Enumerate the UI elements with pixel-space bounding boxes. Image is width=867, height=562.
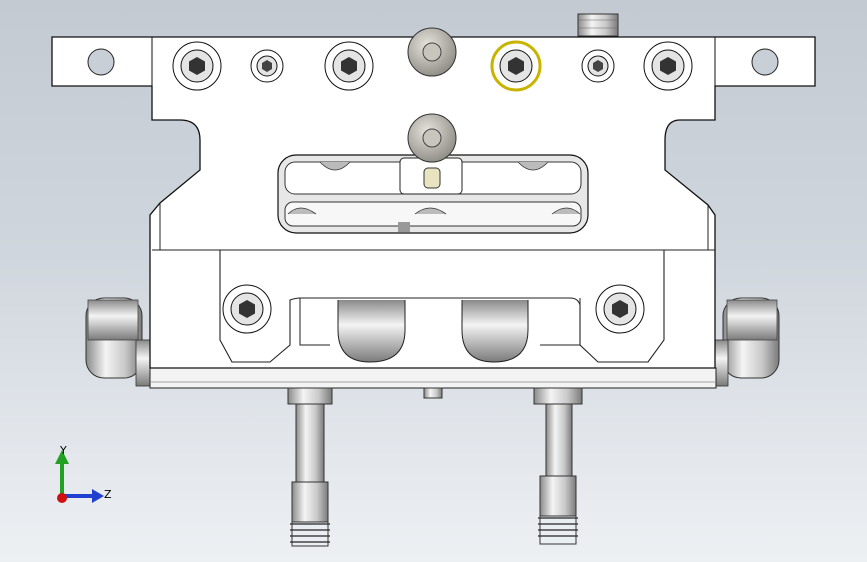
mount-hole-right [751, 48, 779, 76]
hex-socket-screw-icon [643, 41, 693, 91]
right-fitting[interactable] [713, 297, 780, 387]
base-nut [423, 387, 443, 399]
hex-socket-screw-icon [222, 284, 272, 334]
z-axis-label: Z [104, 488, 112, 501]
orientation-triad[interactable]: Y Z [40, 436, 120, 512]
left-fitting[interactable] [85, 297, 151, 387]
hex-socket-screw-icon [250, 49, 284, 83]
suction-post-right[interactable] [533, 387, 583, 545]
top-fitting[interactable] [577, 13, 619, 37]
hex-socket-screw-icon [324, 41, 374, 91]
mount-hole-left [87, 48, 115, 76]
hex-socket-screw-icon [595, 284, 645, 334]
slot-left [337, 300, 406, 363]
hex-socket-screw-icon [490, 40, 542, 92]
slot-right [461, 300, 529, 363]
suction-post-left[interactable] [287, 387, 333, 547]
hex-socket-screw-icon [172, 41, 222, 91]
hex-socket-screw-icon [581, 49, 615, 83]
y-axis-label: Y [59, 444, 67, 457]
base-plate[interactable] [149, 367, 717, 389]
